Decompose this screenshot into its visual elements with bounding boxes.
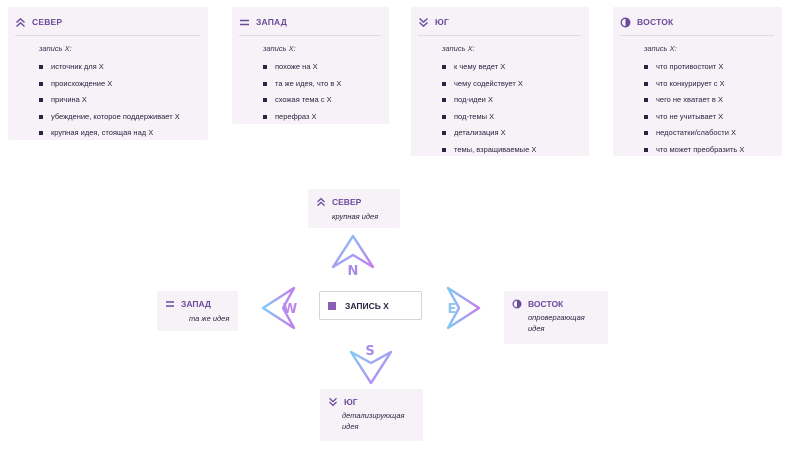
card-west-title: ЗАПАД bbox=[256, 17, 287, 27]
list-item: под-идеи X bbox=[442, 92, 581, 109]
north-arrow: N bbox=[331, 234, 375, 279]
half-circle-icon bbox=[512, 298, 522, 309]
card-north-title: СЕВЕР bbox=[32, 17, 63, 27]
center-node-label: ЗАПИСЬ X bbox=[345, 300, 389, 311]
list-item: чего не хватает в X bbox=[644, 92, 774, 109]
card-east: ВОСТОК запись X: что противостоит X что … bbox=[613, 7, 782, 156]
north-node-title: СЕВЕР bbox=[332, 196, 362, 207]
west-node-title: ЗАПАД bbox=[181, 298, 211, 309]
card-south-header: ЮГ bbox=[418, 14, 581, 36]
card-south: ЮГ запись X: к чему ведет X чему содейст… bbox=[411, 7, 589, 156]
card-north-list: источник для X происхождение X причина X… bbox=[15, 59, 200, 142]
card-south-list: к чему ведет X чему содействует X под-ид… bbox=[418, 59, 581, 158]
list-item: перефраз X bbox=[263, 109, 381, 126]
south-node-desc-line2: идея bbox=[342, 422, 359, 431]
list-item: крупная идея, стоящая над X bbox=[39, 125, 200, 142]
list-item: похоже на X bbox=[263, 59, 381, 76]
equals-icon bbox=[239, 17, 250, 28]
card-west-list: похоже на X та же идея, что в X схожая т… bbox=[239, 59, 381, 125]
east-node-desc-line2: идея bbox=[528, 324, 545, 333]
list-item: чему содействует X bbox=[442, 76, 581, 93]
east-node-desc-line1: опровергающая bbox=[528, 313, 585, 322]
card-west: ЗАПАД запись X: похоже на X та же идея, … bbox=[232, 7, 389, 124]
double-chevron-up-icon bbox=[15, 17, 26, 28]
card-east-subtitle: запись X: bbox=[644, 44, 677, 53]
card-south-title: ЮГ bbox=[435, 17, 449, 27]
half-circle-icon bbox=[620, 17, 631, 28]
south-node-desc-line1: детализирующая bbox=[342, 411, 405, 420]
card-north-header: СЕВЕР bbox=[15, 14, 200, 36]
list-item: причина X bbox=[39, 92, 200, 109]
west-arrow: W bbox=[261, 286, 297, 330]
north-letter: N bbox=[348, 264, 359, 279]
east-node: ВОСТОК опровергающая идея bbox=[504, 291, 608, 344]
list-item: что не учитывает X bbox=[644, 109, 774, 126]
east-arrow: E bbox=[446, 286, 481, 330]
north-node-desc: крупная идея bbox=[332, 212, 379, 221]
list-item: что конкурирует с X bbox=[644, 76, 774, 93]
card-north: СЕВЕР запись X: источник для X происхожд… bbox=[8, 7, 208, 140]
list-item: к чему ведет X bbox=[442, 59, 581, 76]
center-node: ЗАПИСЬ X bbox=[319, 291, 422, 320]
equals-icon bbox=[165, 299, 175, 309]
list-item: происхождение X bbox=[39, 76, 200, 93]
card-east-list: что противостоит X что конкурирует с X ч… bbox=[620, 59, 774, 158]
card-west-header: ЗАПАД bbox=[239, 14, 381, 36]
card-west-subtitle: запись X: bbox=[263, 44, 296, 53]
west-node: ЗАПАД та же идея bbox=[157, 291, 238, 331]
west-letter: W bbox=[283, 302, 297, 317]
south-arrow: S bbox=[349, 344, 393, 385]
south-node-title: ЮГ bbox=[344, 396, 358, 407]
card-east-header: ВОСТОК bbox=[620, 14, 774, 36]
square-icon bbox=[328, 301, 336, 310]
north-node: СЕВЕР крупная идея bbox=[308, 189, 400, 228]
list-item: источник для X bbox=[39, 59, 200, 76]
list-item: что может преобразить X bbox=[644, 142, 774, 159]
list-item: убеждение, которое поддерживает X bbox=[39, 109, 200, 126]
list-item: темы, взращиваемые X bbox=[442, 142, 581, 159]
east-letter: E bbox=[448, 302, 457, 317]
list-item: та же идея, что в X bbox=[263, 76, 381, 93]
card-south-subtitle: запись X: bbox=[442, 44, 475, 53]
double-chevron-down-icon bbox=[328, 397, 338, 407]
south-node: ЮГ детализирующая идея bbox=[320, 389, 423, 441]
card-east-title: ВОСТОК bbox=[637, 17, 674, 27]
south-letter: S bbox=[365, 344, 374, 359]
list-item: схожая тема с X bbox=[263, 92, 381, 109]
card-north-subtitle: запись X: bbox=[39, 44, 72, 53]
double-chevron-down-icon bbox=[418, 17, 429, 28]
double-chevron-up-icon bbox=[316, 197, 326, 207]
west-node-desc: та же идея bbox=[189, 314, 230, 323]
list-item: что противостоит X bbox=[644, 59, 774, 76]
list-item: под-темы X bbox=[442, 109, 581, 126]
list-item: детализация X bbox=[442, 125, 581, 142]
east-node-title: ВОСТОК bbox=[528, 298, 564, 309]
list-item: недостатки/слабости X bbox=[644, 125, 774, 142]
